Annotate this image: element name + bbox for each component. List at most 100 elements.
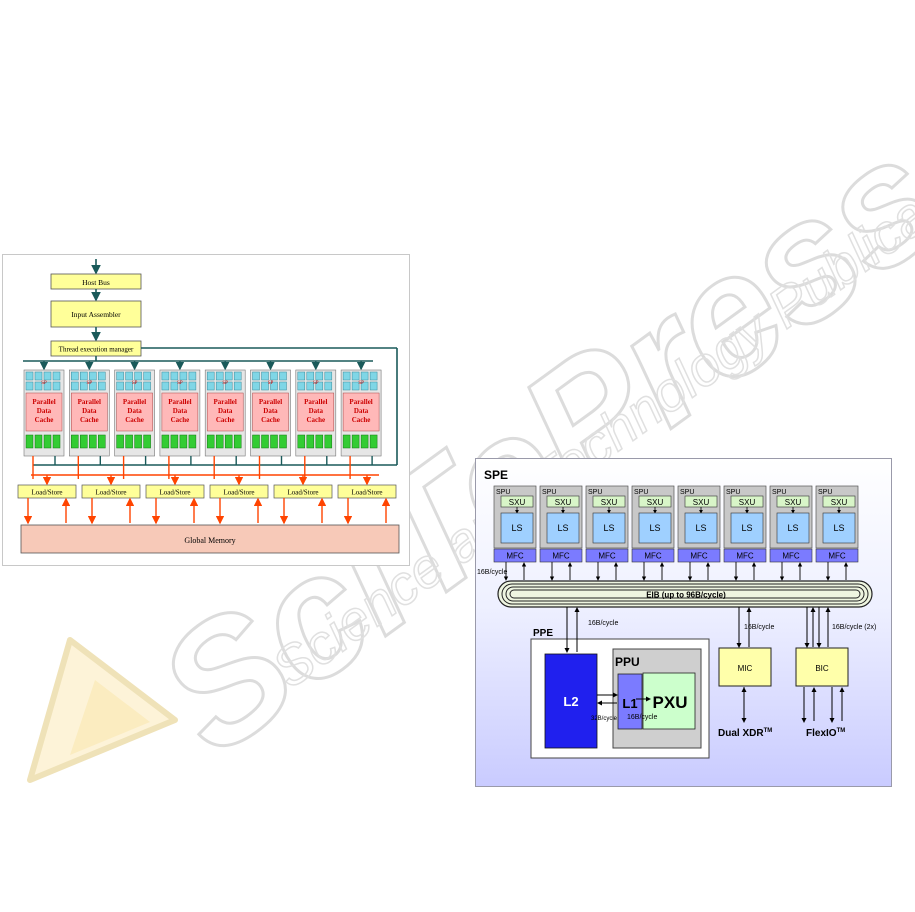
load-store-label: Load/Store (223, 489, 254, 497)
load-store-label: Load/Store (95, 489, 126, 497)
mfc-label: MFC (506, 552, 524, 561)
gpu-diagram: Host Bus Input Assembler Thread executio… (17, 259, 400, 554)
thread-processor (43, 371, 52, 381)
load-store-unit (143, 434, 151, 449)
load-store-label: Load/Store (287, 489, 318, 497)
thread-processor (215, 381, 224, 391)
thread-processor (270, 371, 278, 381)
ppe-bw-label: 16B/cycle (588, 620, 618, 627)
dual-xdr-label: Dual XDRTM (718, 728, 772, 739)
ls-label: LS (511, 523, 522, 533)
thread-processor (134, 371, 142, 381)
sxu-label: SXU (785, 498, 802, 507)
processor-label: SP (222, 381, 228, 386)
thread-processor (224, 371, 233, 381)
load-store-unit (125, 434, 133, 449)
mic-label: MIC (738, 664, 753, 673)
mfc-label: MFC (598, 552, 616, 561)
load-store-unit (279, 434, 287, 449)
ls-label: LS (603, 523, 614, 533)
spu-label: SPU (772, 489, 786, 496)
load-store-label: Load/Store (159, 489, 190, 497)
flexio-label: FlexIOTM (806, 728, 845, 739)
thread-processor (188, 371, 197, 381)
load-store-unit (351, 434, 360, 449)
pxu-block (642, 672, 696, 730)
ls-label: LS (741, 523, 752, 533)
thread-processor (125, 371, 133, 381)
cache-label: Data (263, 407, 278, 415)
cache-label: Parallel (304, 398, 327, 406)
thread-processor (306, 381, 315, 391)
cache-label: Parallel (349, 398, 372, 406)
cache-label: Data (173, 407, 188, 415)
load-store-unit (306, 434, 315, 449)
thread-processor (215, 371, 224, 381)
thread-processor (324, 381, 333, 391)
thread-processor (179, 371, 188, 381)
load-store-unit (179, 434, 188, 449)
load-store-block: Load/Store (273, 475, 333, 525)
parallel-data-cache (297, 392, 335, 432)
sxu-label: SXU (647, 498, 664, 507)
load-store-unit (134, 434, 142, 449)
load-store-block: Load/Store (145, 475, 205, 525)
spu-label: SPU (542, 489, 556, 496)
load-store-unit (369, 434, 378, 449)
input-assembler-block (50, 300, 142, 328)
ls-label: LS (833, 523, 844, 533)
mfc-label: MFC (782, 552, 800, 561)
spu-label: SPU (726, 489, 740, 496)
watermark-triangle-inner (70, 680, 150, 755)
bw-left-label: 16B/cycle (477, 569, 507, 576)
load-store-label: Load/Store (351, 489, 382, 497)
local-store-block (822, 512, 856, 544)
load-store-unit (98, 434, 106, 449)
load-store-block: Load/Store (17, 475, 77, 525)
cache-label: Cache (80, 416, 99, 424)
load-store-unit (252, 434, 260, 449)
thread-processor (161, 381, 170, 391)
local-store-block (500, 512, 534, 544)
local-store-block (592, 512, 626, 544)
load-store-unit (224, 434, 233, 449)
cache-label: Data (127, 407, 142, 415)
thread-processor (252, 381, 260, 391)
parallel-data-cache (252, 392, 289, 432)
cache-label: Cache (125, 416, 144, 424)
streaming-multiprocessor-array: SPParallelDataCacheSPParallelDataCacheSP… (23, 361, 382, 479)
watermark-triangle-outer (27, 637, 178, 783)
processor-label: SP (41, 381, 47, 386)
mfc-block (723, 548, 767, 563)
thread-processor (71, 371, 79, 381)
thread-processor (297, 371, 306, 381)
processor-label: SP (177, 381, 183, 386)
l1-label: L1 (622, 696, 637, 711)
ls-label: LS (649, 523, 660, 533)
thread-processor (179, 381, 188, 391)
cache-label: Parallel (123, 398, 146, 406)
sxu-label: SXU (509, 498, 526, 507)
thread-processor (315, 381, 324, 391)
spe-label: SPE (484, 468, 508, 482)
eib-label: EIB (up to 96B/cycle) (646, 591, 726, 600)
load-store-unit (342, 434, 351, 449)
parallel-data-cache (25, 392, 63, 432)
thread-processor (252, 371, 260, 381)
load-store-unit (188, 434, 197, 449)
thread-processor (116, 381, 124, 391)
load-store-unit (34, 434, 43, 449)
cache-label: Parallel (259, 398, 282, 406)
mfc-block (585, 548, 629, 563)
processor-label: SP (313, 381, 319, 386)
